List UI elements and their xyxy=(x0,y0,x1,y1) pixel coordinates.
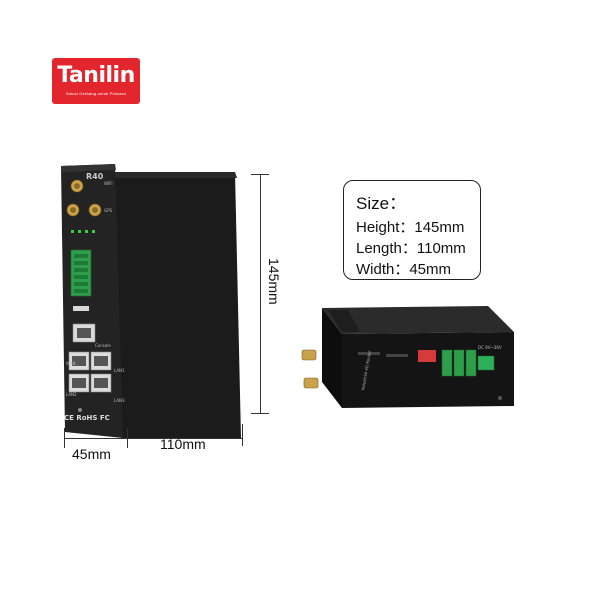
width-dim-label: 45mm xyxy=(72,446,111,462)
size-box-title: Size： xyxy=(356,194,407,213)
certification-marks: CE RoHS FC xyxy=(64,414,110,422)
size-box-height: Height：145mm xyxy=(356,219,465,236)
lan1-label: LAN1 xyxy=(114,368,125,373)
power-label: DC 9V~36V xyxy=(478,345,502,350)
size-info-box: Size： Height：145mm Length：110mm Width：45… xyxy=(343,180,481,280)
length-dim-line xyxy=(127,438,243,439)
length-dim-label: 110mm xyxy=(160,436,206,452)
height-dim-label: 145mm xyxy=(266,258,282,305)
brand-tagline: Solusi Gerbang untuk Pintaran xyxy=(65,91,127,96)
brand-name: Tanilin xyxy=(57,63,135,88)
router-side-view xyxy=(301,306,514,408)
router-front-view xyxy=(61,164,241,438)
height-dim-line xyxy=(260,174,261,414)
wifi-label: WIFI xyxy=(104,181,113,186)
lan2-label: LAN2 xyxy=(66,392,77,397)
lan3-label: LAN3 xyxy=(114,398,125,403)
size-box-width: Width：45mm xyxy=(356,261,452,278)
size-box-length: Length：110mm xyxy=(356,240,466,257)
brand-logo: Tanilin Solusi Gerbang untuk Pintaran xyxy=(52,58,140,104)
width-dim-line xyxy=(64,438,128,439)
wan-label: WAN xyxy=(66,361,76,366)
height-dim-bottom-cap xyxy=(251,413,269,414)
console-label: Console xyxy=(95,343,111,348)
gps-label: GPS xyxy=(104,208,113,213)
model-label: R40 xyxy=(86,172,104,181)
length-dim-right-cap xyxy=(242,424,243,446)
